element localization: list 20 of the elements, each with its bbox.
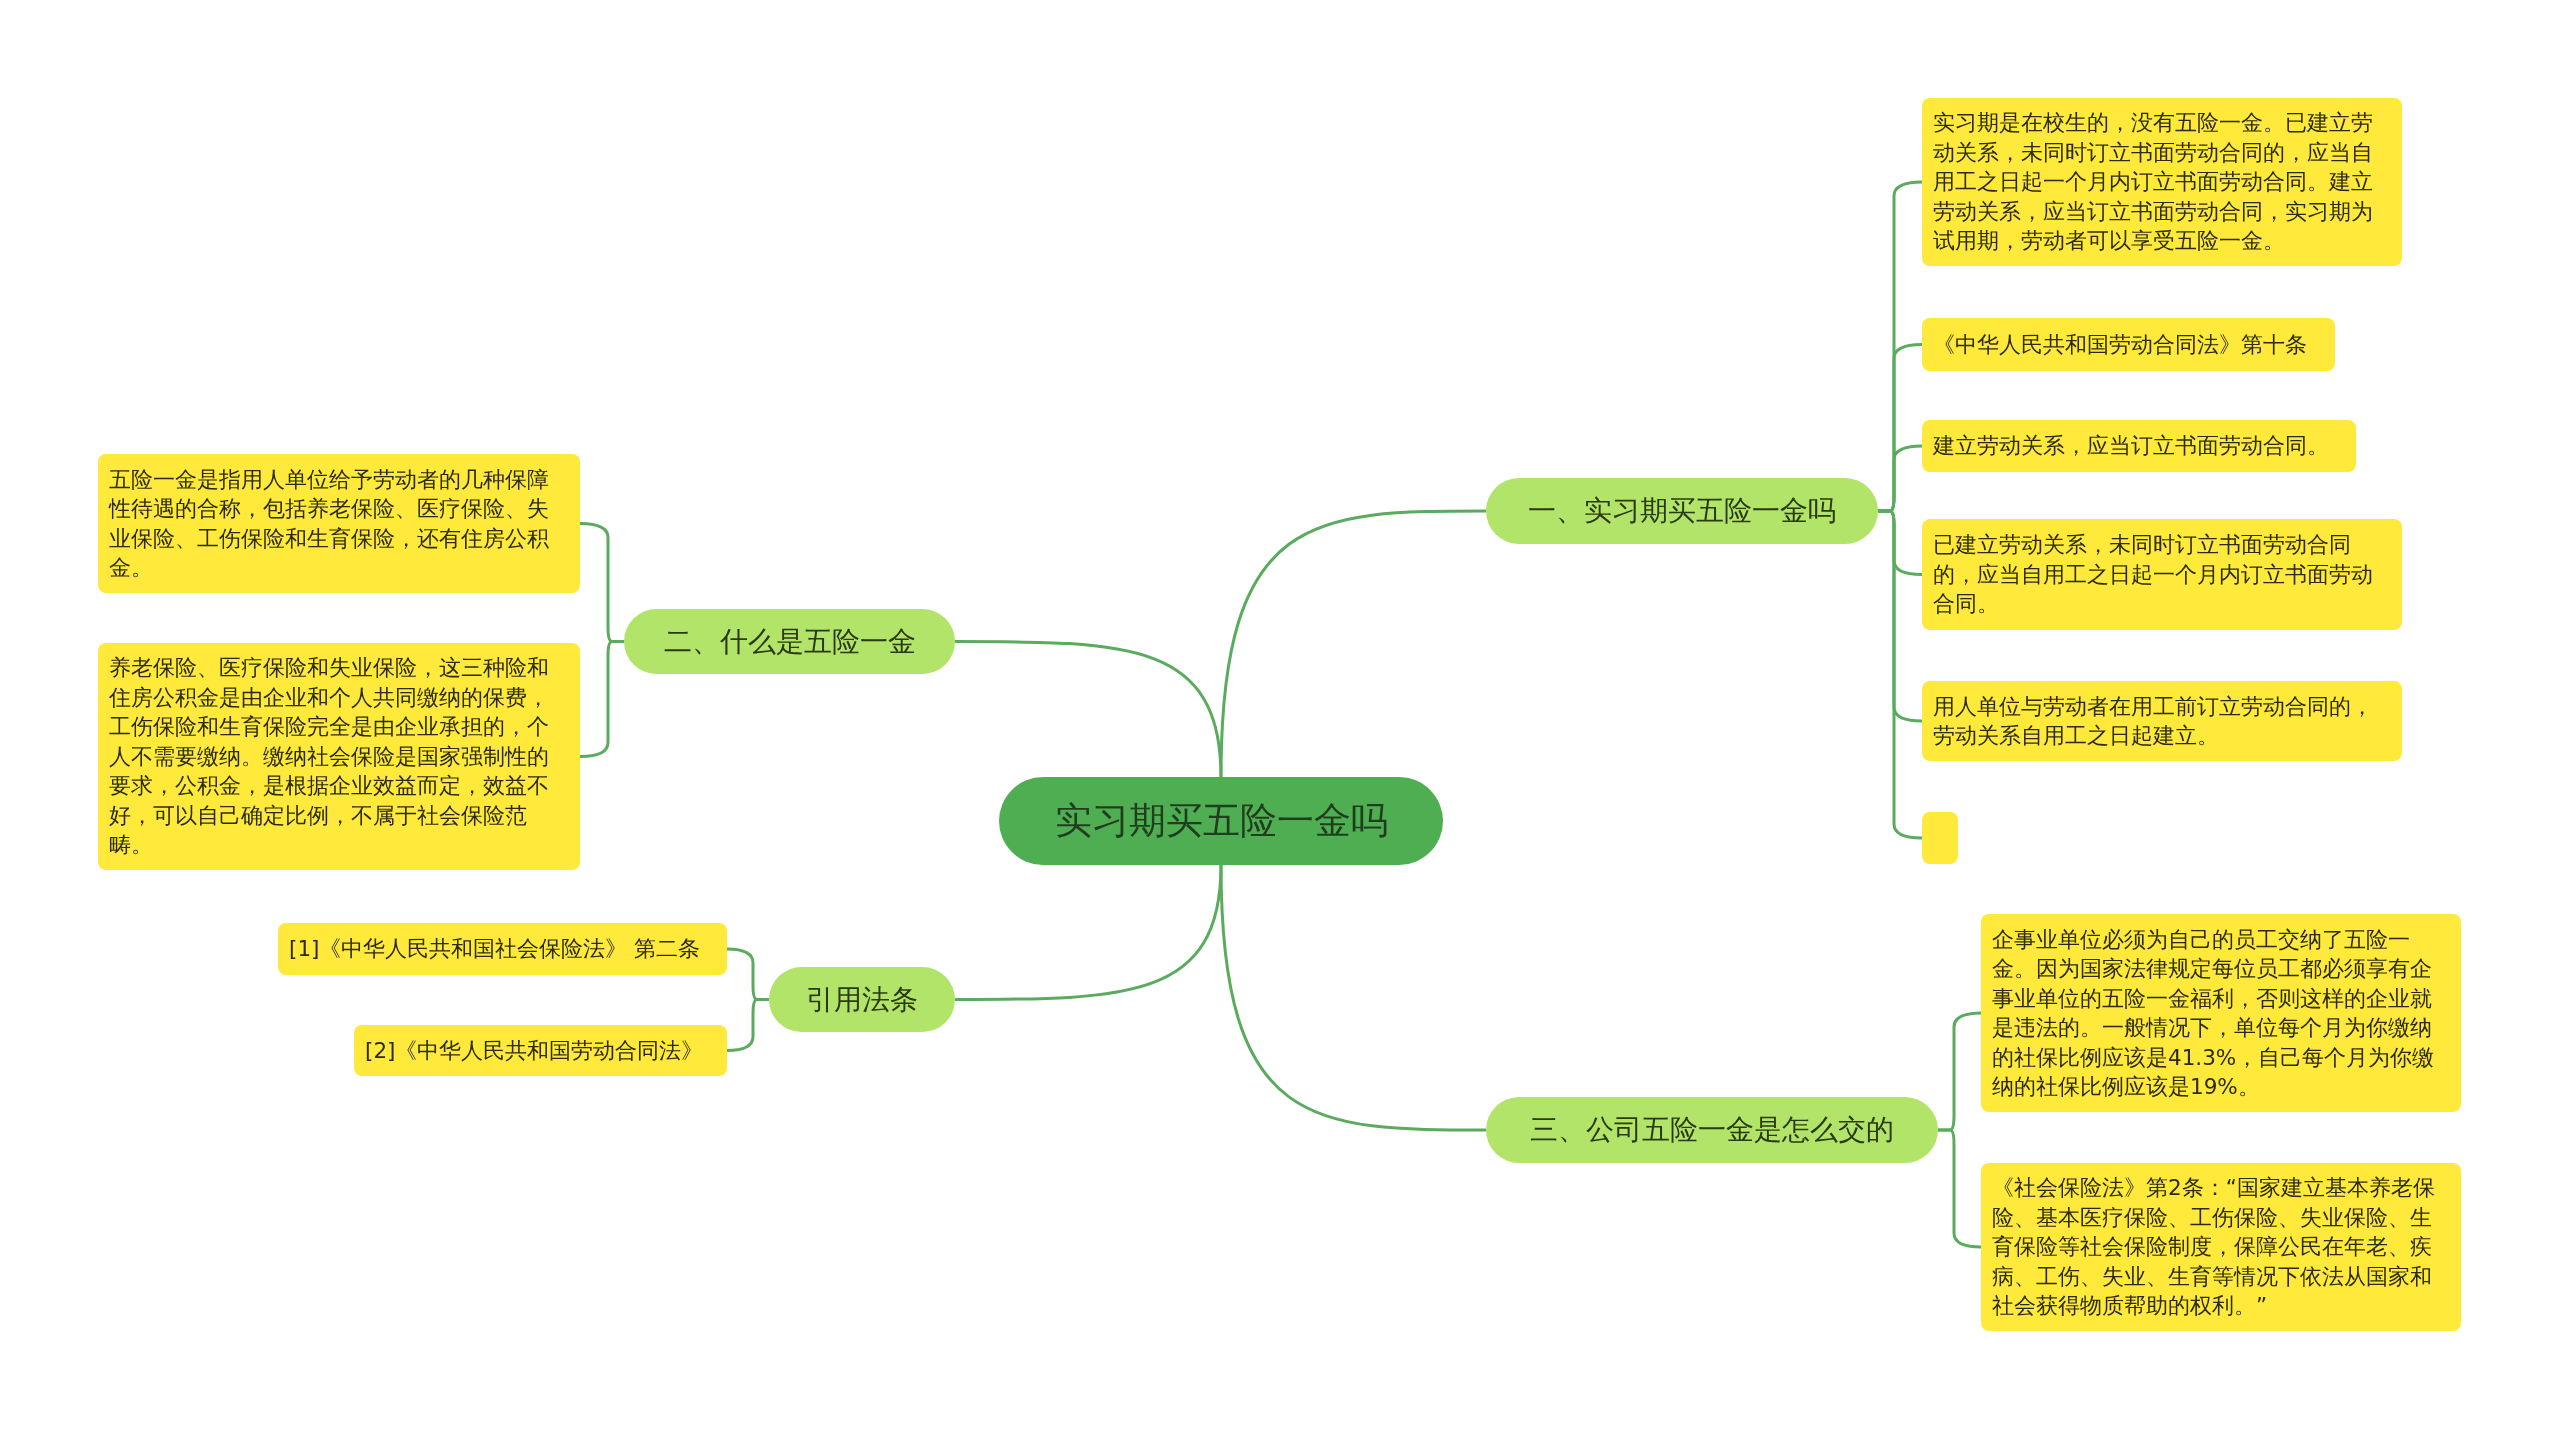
central-topic: 实习期买五险一金吗 (999, 777, 1443, 865)
empty-box (1922, 812, 1958, 864)
note-box: 五险一金是指用人单位给予劳动者的几种保障性待遇的合称，包括养老保险、医疗保险、失业保险、工伤保险和生育保险，还有住房公积金。 (98, 454, 580, 593)
note-box: 《中华人民共和国劳动合同法》第十条 (1922, 318, 2335, 371)
note-box: 《社会保险法》第2条：“国家建立基本养老保险、基本医疗保险、工伤保险、失业保险、生育保险等社会保险制度，保障公民在年老、疾病、工伤、失业、生育等情况下依法从国家和社会获得物质帮助的权利。” (1981, 1163, 2461, 1331)
note-box: 实习期是在校生的，没有五险一金。已建立劳动关系，未同时订立书面劳动合同的，应当自用工之日起一个月内订立书面劳动合同。建立劳动关系，应当订立书面劳动合同，实习期为试用期，劳动者可以享受五险一金。 (1922, 98, 2402, 266)
topic-pill: 一、实习期买五险一金吗 (1486, 478, 1878, 544)
note-box: 养老保险、医疗保险和失业保险，这三种险和住房公积金是由企业和个人共同缴纳的保费，工伤保险和生育保险完全是由企业承担的，个人不需要缴纳。缴纳社会保险是国家强制性的要求，公积金，是根据企业效益而定，效益不好，可以自己确定比例，不属于社会保险范畴。 (98, 643, 580, 870)
connector (955, 864, 1223, 1001)
note-box: [2]《中华人民共和国劳动合同法》 (354, 1025, 727, 1076)
note-box: 用人单位与劳动者在用工前订立劳动合同的，劳动关系自用工之日起建立。 (1922, 681, 2402, 761)
topic-pill: 二、什么是五险一金 (624, 609, 955, 674)
topic-pill: 引用法条 (769, 967, 955, 1032)
note-box: [1]《中华人民共和国社会保险法》 第二条 (278, 923, 727, 975)
connector (1219, 864, 1486, 1132)
connector (955, 640, 1223, 778)
note-box: 已建立劳动关系，未同时订立书面劳动合同的，应当自用工之日起一个月内订立书面劳动合同。 (1922, 519, 2402, 630)
note-box: 企事业单位必须为自己的员工交纳了五险一金。因为国家法律规定每位员工都必须享有企事业单位的五险一金福利，否则这样的企业就是违法的。一般情况下，单位每个月为你缴纳的社保比例应该是41.3%，自己每个月为你缴纳的社保比例应该是19%。 (1981, 914, 2461, 1112)
topic-pill: 三、公司五险一金是怎么交的 (1486, 1097, 1938, 1163)
note-box: 建立劳动关系，应当订立书面劳动合同。 (1922, 420, 2356, 472)
